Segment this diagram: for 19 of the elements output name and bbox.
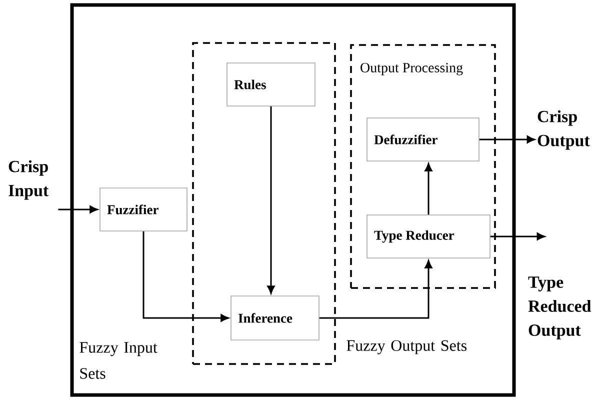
- process-box: Fuzzifier: [100, 188, 188, 232]
- dashed-group-box: [192, 42, 336, 365]
- process-box: Defuzzifier: [366, 118, 480, 162]
- arrow: [267, 106, 275, 294]
- io-label: Crisp Output: [538, 110, 590, 150]
- process-box: Type Reducer: [366, 214, 490, 258]
- arrow: [479, 136, 535, 144]
- process-box: Inference: [230, 296, 320, 340]
- io-label: Type Reduced Output: [528, 276, 592, 340]
- arrow: [319, 260, 432, 319]
- group-label: Fuzzy Input Sets: [80, 342, 158, 379]
- group-label: Fuzzy Output Sets: [346, 340, 466, 354]
- system-frame: [70, 3, 516, 397]
- process-box: Rules: [226, 62, 316, 106]
- arrow: [142, 231, 229, 322]
- io-label: Crisp Input: [8, 160, 49, 200]
- arrow: [58, 206, 98, 214]
- arrow: [490, 232, 545, 240]
- arrow: [424, 163, 432, 215]
